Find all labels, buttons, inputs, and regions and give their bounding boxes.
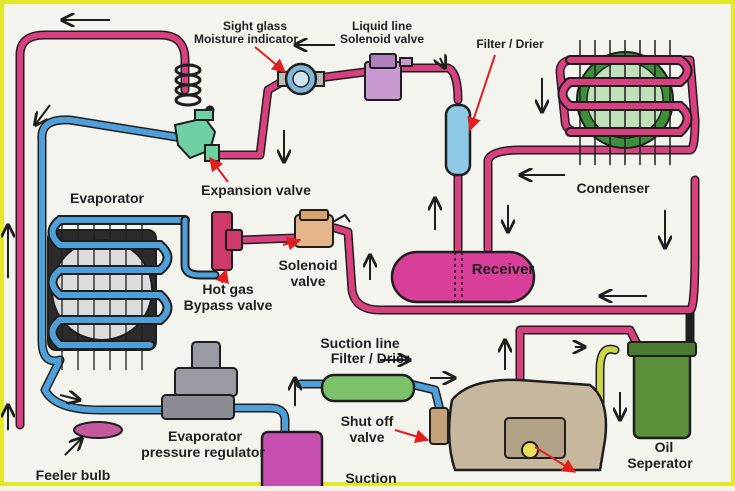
label-receiver: Receiver xyxy=(472,261,535,278)
solenoid-valve xyxy=(294,209,351,248)
label-sight-glass-1: Sight glass xyxy=(223,19,287,33)
label-epr-1: Evaporator xyxy=(168,428,242,444)
label-condenser: Condenser xyxy=(576,180,650,196)
label-expansion-valve: Expansion valve xyxy=(201,182,311,198)
label-liquid-line-2: Solenoid valve xyxy=(340,32,424,46)
sight-port xyxy=(521,441,539,459)
expansion-valve xyxy=(173,109,220,162)
label-oil-2: Seperator xyxy=(627,455,693,471)
suction-accumulator xyxy=(260,430,324,491)
label-shut-off-2: valve xyxy=(349,429,384,445)
label-liquid-line-1: Liquid line xyxy=(352,19,412,33)
label-hot-gas-1: Hot gas xyxy=(202,281,254,297)
label-feeler-bulb: Feeler bulb xyxy=(36,467,111,483)
expansion-coil xyxy=(174,63,202,107)
label-sight-glass-2: Moisture indicator xyxy=(194,32,298,46)
suction-line-filter-drier xyxy=(320,373,416,403)
shut-off-valve xyxy=(429,407,449,445)
flow-arrows xyxy=(8,20,665,430)
filter-drier xyxy=(444,103,472,177)
label-suction-filter-2: Filter / Drier xyxy=(331,350,410,366)
hot-gas-bypass-valve xyxy=(211,211,243,271)
evaporator xyxy=(47,215,220,370)
sight-glass xyxy=(277,62,325,96)
label-hot-gas-2: Bypass valve xyxy=(184,297,273,313)
component-labels: Sight glass Moisture indicator Liquid li… xyxy=(36,19,694,486)
label-oil-1: Oil xyxy=(655,439,674,455)
label-suction-filter-1: Suction line xyxy=(320,335,400,351)
liquid-line-solenoid-valve xyxy=(364,53,413,101)
leader-lines xyxy=(209,46,577,473)
label-evaporator: Evaporator xyxy=(70,190,144,206)
label-epr-2: pressure regulator xyxy=(141,444,265,460)
oil-separator xyxy=(627,341,697,440)
label-shut-off-1: Shut off xyxy=(341,413,394,429)
label-solenoid-1: Solenoid xyxy=(278,257,337,273)
evaporator-pressure-regulator xyxy=(161,341,238,420)
label-filter-drier: Filter / Drier xyxy=(476,37,544,51)
receiver-tank xyxy=(390,250,536,304)
label-solenoid-2: valve xyxy=(290,273,325,289)
label-suction: Suction xyxy=(345,470,396,486)
feeler-bulb xyxy=(73,421,123,439)
compressor xyxy=(447,378,608,472)
condenser xyxy=(557,40,693,165)
oil-return-line xyxy=(540,344,620,437)
